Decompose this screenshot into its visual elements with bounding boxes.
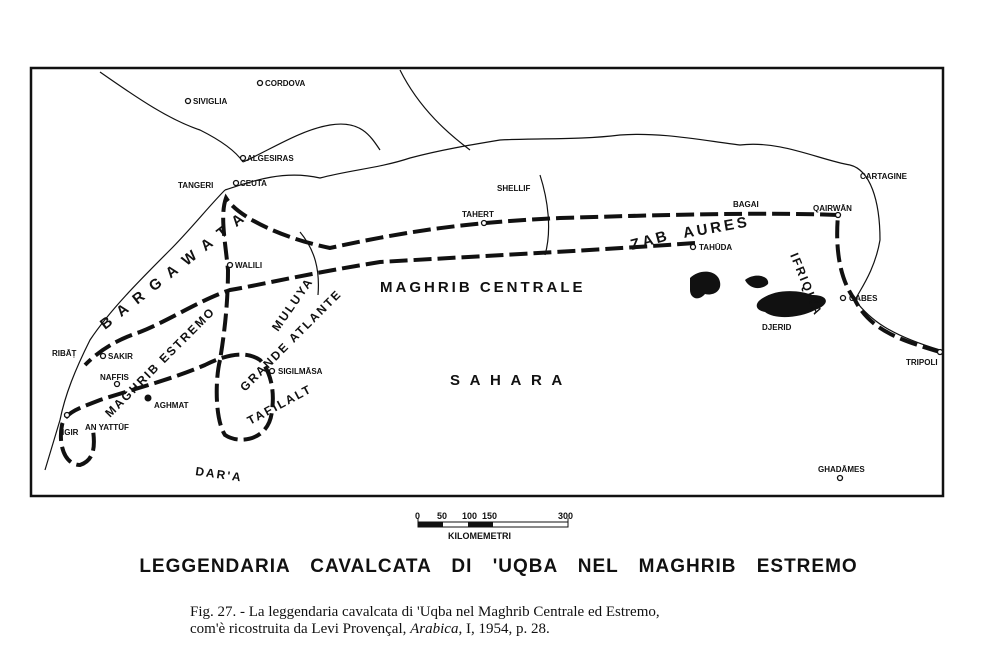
chott-west xyxy=(690,271,721,299)
caption-line-2-suffix: , I, 1954, p. 28. xyxy=(458,621,550,637)
city-tripoli: TRIPOLI xyxy=(906,358,938,367)
scale-tick-100: 100 xyxy=(462,511,477,521)
scale-unit: KILOMEMETRI xyxy=(448,531,511,541)
region-zab: ZAB xyxy=(629,227,672,254)
city-an-yattuf: AN YATTŪF xyxy=(85,423,129,432)
marker-igir xyxy=(63,411,71,419)
chott-marshes xyxy=(690,271,826,318)
region-tafilalt: TAFILALT xyxy=(245,382,315,428)
city-algesiras: ALGESIRAS xyxy=(247,154,294,163)
scale-tick-300: 300 xyxy=(558,511,573,521)
scale-tick-0: 0 xyxy=(415,511,420,521)
region-sahara: S A H A R A xyxy=(450,372,565,389)
route-west xyxy=(218,193,839,361)
marker-sigilmasa xyxy=(268,367,276,375)
mediterranean-coast xyxy=(224,133,851,191)
city-ceuta: CEUTA xyxy=(240,179,267,188)
marker-sakir xyxy=(99,352,107,360)
city-tangeri: TANGERI xyxy=(178,181,213,190)
scale-tick-50: 50 xyxy=(437,511,447,521)
caption-line-2-prefix: com'è ricostruita da Levi Provençal, xyxy=(190,621,411,637)
route-ifriqiya xyxy=(835,214,941,354)
iberia-east-coast xyxy=(399,69,471,151)
city-ghadames: GHADĀMES xyxy=(818,465,865,474)
caption-line-2: com'è ricostruita da Levi Provençal, Ara… xyxy=(190,621,950,638)
marker-tahuda xyxy=(689,243,697,251)
city-naffis: NAFFIS xyxy=(100,373,130,382)
scale-bar: 0 50 100 150 300 KILOMEMETRI xyxy=(415,511,573,541)
figure-caption: Fig. 27. - La leggendaria cavalcata di '… xyxy=(190,604,950,638)
chott-center xyxy=(745,275,769,289)
city-cordova: CORDOVA xyxy=(265,79,306,88)
marker-aghmat xyxy=(144,394,152,402)
city-sakir: SAKIR xyxy=(108,352,133,361)
marker-walili xyxy=(226,261,234,269)
city-bagai: BAGAI xyxy=(733,200,759,209)
caption-journal: Arabica xyxy=(410,621,459,637)
region-maghrib-centrale: MAGHRIB CENTRALE xyxy=(380,279,586,296)
marker-ceuta xyxy=(232,179,240,187)
marker-siviglia xyxy=(184,97,192,105)
route-south xyxy=(59,352,275,468)
marker-tripoli xyxy=(936,348,944,356)
coastlines xyxy=(44,69,941,471)
atlantic-coast xyxy=(44,189,226,471)
city-siviglia: SIVIGLIA xyxy=(193,97,227,106)
city-shellif: SHELLIF xyxy=(497,184,530,193)
city-qairwan: QAIRWĀN xyxy=(813,204,852,213)
marker-algesiras xyxy=(239,154,247,162)
city-cartagine: CARTAGINE xyxy=(860,172,908,181)
city-aghmat: AGHMAT xyxy=(154,401,189,410)
city-sigilmasa: SIGILMĀSA xyxy=(278,367,323,376)
city-igir: IGIR xyxy=(62,428,79,437)
city-markers xyxy=(63,79,944,482)
region-aures: AURES xyxy=(682,213,751,241)
scale-tick-150: 150 xyxy=(482,511,497,521)
iberia-coast xyxy=(99,71,244,163)
map-frame xyxy=(29,66,945,498)
city-tahert: TAHERT xyxy=(462,210,494,219)
region-dara: DAR'A xyxy=(195,464,244,484)
city-walili: WALILI xyxy=(235,261,262,270)
marker-tahert xyxy=(480,219,488,227)
muluya-river xyxy=(299,231,320,296)
marker-ghadames xyxy=(836,474,844,482)
city-ribat: RIBĀṬ xyxy=(52,349,77,358)
marker-cordova xyxy=(256,79,264,87)
figure-title: LEGGENDARIA CAVALCATA DI 'UQBA NEL MAGHR… xyxy=(139,556,858,577)
city-tahuda: TAHŪDA xyxy=(699,243,732,252)
marker-naffis xyxy=(113,380,121,388)
route xyxy=(59,193,941,468)
marker-gabes xyxy=(839,294,847,302)
tunisian-coast xyxy=(849,164,941,351)
city-djerid: DJERID xyxy=(762,323,792,332)
marker-qairwan xyxy=(834,211,842,219)
caption-line-1: Fig. 27. - La leggendaria cavalcata di '… xyxy=(190,604,660,620)
shellif-river xyxy=(539,174,550,256)
city-gabes: GABES xyxy=(849,294,878,303)
iberia-south-coast xyxy=(242,123,381,163)
chott-djerid xyxy=(756,291,826,318)
